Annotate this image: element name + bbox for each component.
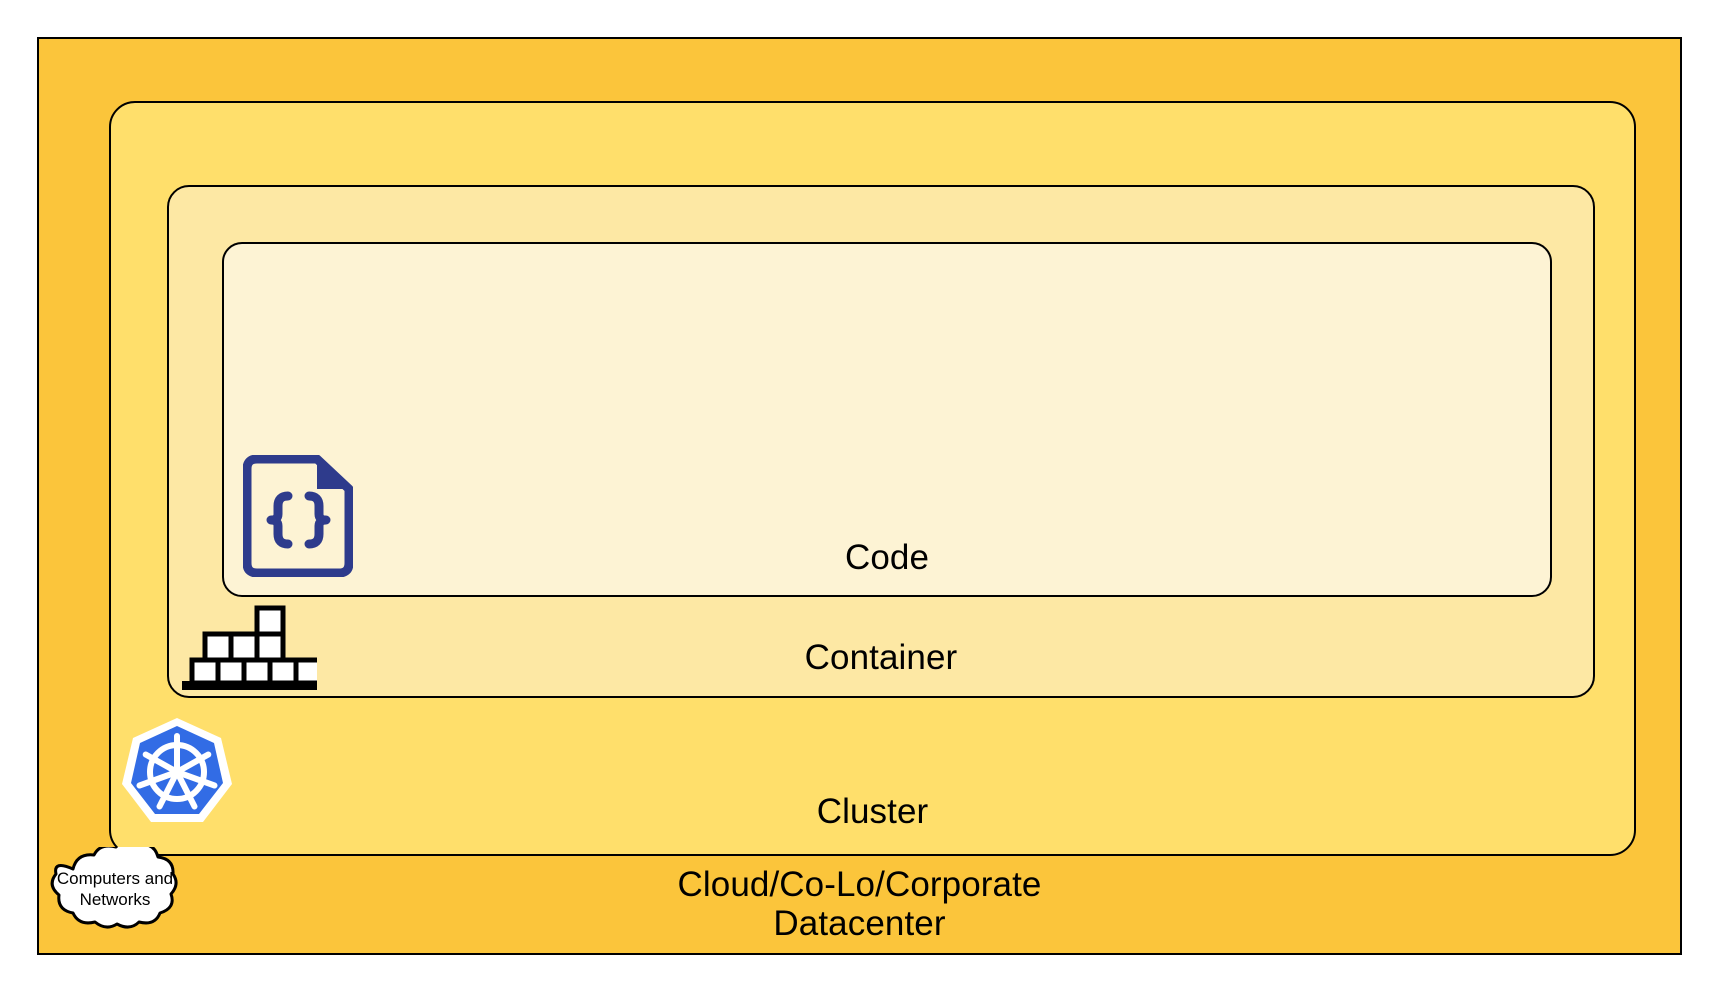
- layer-code: [222, 242, 1552, 597]
- layer-label-code: Code: [844, 538, 930, 577]
- layer-label-container: Container: [804, 638, 958, 677]
- code-json-document-icon: [242, 454, 354, 578]
- kubernetes-icon: [122, 716, 232, 828]
- container-blocks-icon: [182, 605, 325, 690]
- layer-label-datacenter-line2: Datacenter: [773, 904, 946, 944]
- layer-label-datacenter-line1: Cloud/Co-Lo/Corporate: [677, 865, 1042, 904]
- computers-and-networks-cloud: [35, 847, 195, 939]
- layer-label-cluster: Cluster: [816, 792, 929, 831]
